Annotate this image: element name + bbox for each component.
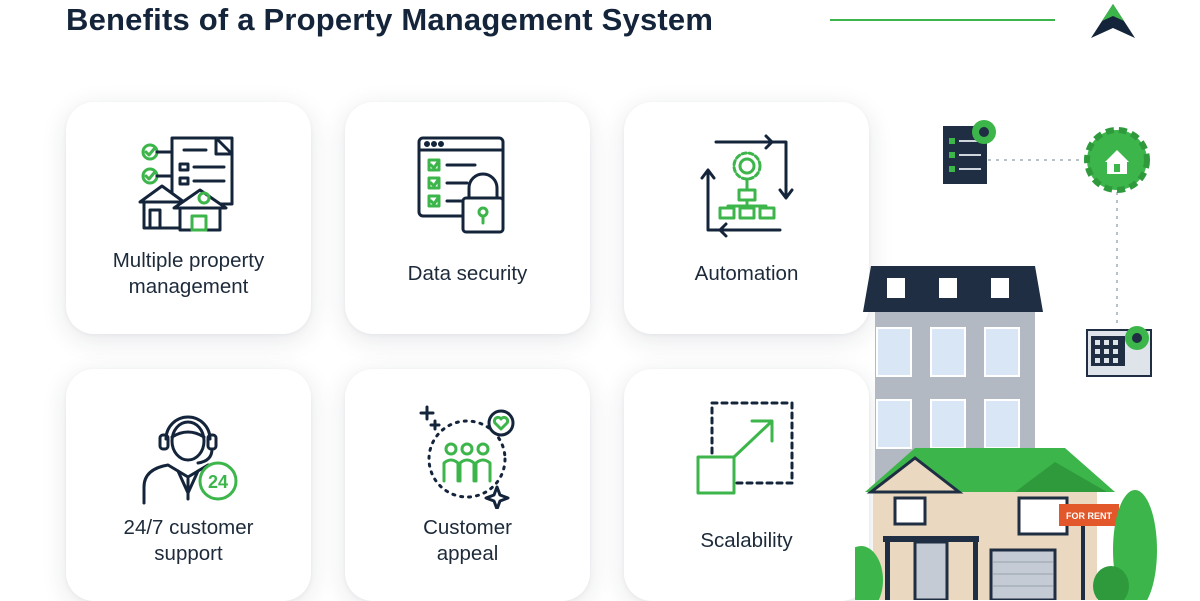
card-data-security: Data security	[345, 102, 590, 334]
house: FOR RENT	[855, 448, 1157, 600]
for-rent-sign: FOR RENT	[1066, 511, 1113, 521]
card-label: Automation	[694, 262, 799, 285]
scalability-icon	[696, 401, 794, 495]
card-label: 24/7 customer support	[123, 516, 254, 565]
card-multiple-property-management: Multiple property management	[66, 102, 311, 334]
card-scalability: Scalability	[624, 369, 869, 601]
checklist-widget-icon	[943, 120, 996, 184]
card-customer-support: 24 24/7 customer support	[66, 369, 311, 601]
card-label: Customer appeal	[423, 516, 512, 565]
title-divider	[830, 19, 1055, 21]
triangle-logo-icon	[1091, 4, 1135, 38]
support-24-badge: 24	[208, 472, 228, 492]
keypad-widget-icon	[1086, 326, 1152, 377]
gear-house-icon	[1084, 127, 1150, 193]
card-label: Scalability	[700, 529, 793, 552]
card-label: Data security	[407, 262, 528, 285]
automation-icon	[700, 134, 794, 238]
card-label: Multiple property management	[112, 249, 265, 298]
customer-support-icon: 24	[142, 415, 238, 505]
property-illustration: FOR RENT	[855, 120, 1157, 600]
card-customer-appeal: Customer appeal	[345, 369, 590, 601]
page-title: Benefits of a Property Management System	[66, 2, 714, 37]
data-security-icon	[417, 136, 505, 234]
customer-appeal-icon	[419, 405, 515, 509]
card-automation: Automation	[624, 102, 869, 334]
multiple-property-icon	[138, 136, 234, 232]
